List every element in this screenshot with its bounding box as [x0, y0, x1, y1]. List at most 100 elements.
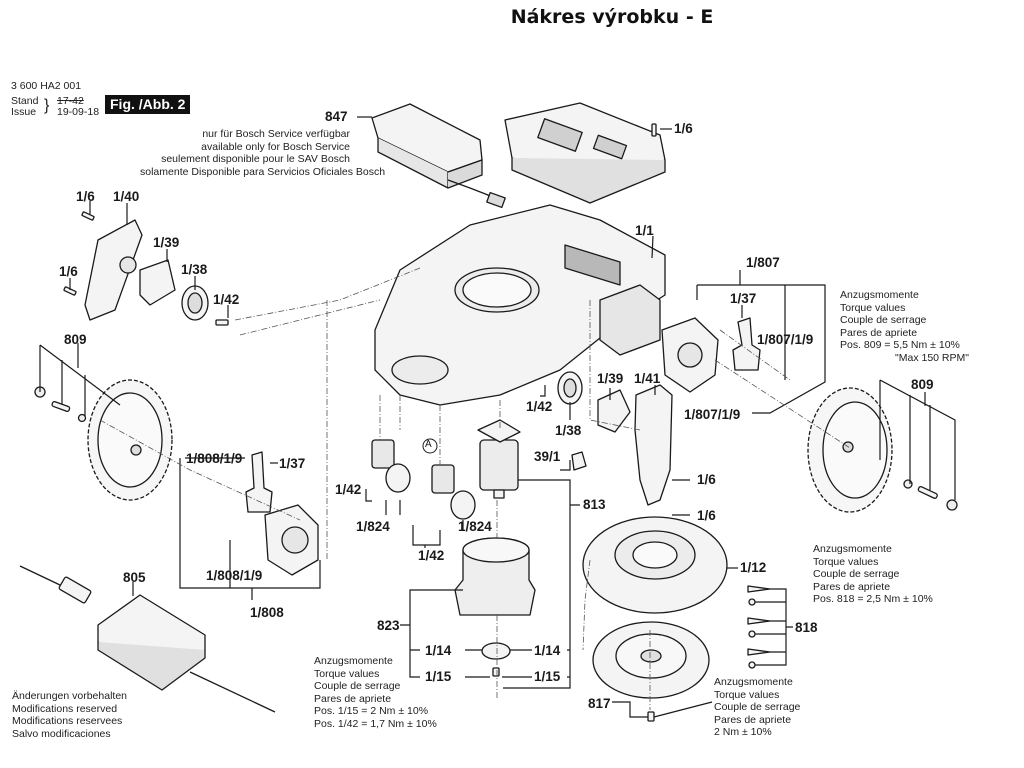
service-note-line: available only for Bosch Service	[201, 140, 350, 153]
label-1-37-left: 1/37	[279, 456, 306, 471]
part-1-14-plate	[481, 642, 511, 660]
part-1-37-left	[245, 451, 273, 513]
label-1-38-mid: 1/38	[555, 423, 582, 438]
part-1-1-chassis	[374, 204, 666, 406]
label-1-38-left: 1/38	[181, 262, 208, 277]
label-39-1: 39/1	[534, 449, 561, 464]
torque-line: Pares de apriete	[314, 692, 392, 705]
label-1-39-left: 1/39	[153, 235, 180, 250]
label-809-left: 809	[64, 332, 87, 347]
modifications-line: Änderungen vorbehalten	[12, 690, 128, 702]
torque-line: Anzugsmomente	[813, 543, 892, 555]
part-1-808-housing	[264, 504, 319, 576]
label-1-41: 1/41	[634, 371, 661, 386]
screw-1-15	[492, 667, 500, 677]
screw-1-6-left-top	[81, 211, 95, 221]
part-1-39-left	[139, 259, 176, 306]
label-1-808-1-9-b: 1/808/1/9	[206, 568, 263, 583]
torque-line: "Max 150 RPM"	[895, 351, 969, 364]
torque-line: Pares de apriete	[813, 580, 891, 593]
callout-a-circle	[422, 438, 438, 454]
issue-value: 19-09-18	[57, 106, 100, 118]
torque-line: Pos. 818 = 2,5 Nm ± 10%	[813, 593, 933, 606]
torque-line: Torque values	[314, 667, 380, 680]
service-note-line: seulement disponible pour le SAV Bosch	[161, 153, 350, 166]
part-813-motor	[477, 419, 521, 499]
label-1-40: 1/40	[113, 189, 140, 204]
screw-1-42-left	[215, 319, 229, 326]
torque-line: Anzugsmomente	[840, 289, 919, 301]
modifications-line: Modifications reserved	[12, 702, 118, 715]
torque-line: Pares de apriete	[840, 326, 918, 339]
torque-note-818: Anzugsmomente Torque values Couple de se…	[813, 543, 933, 606]
part-number: 3 600 HA2 001	[11, 80, 82, 92]
torque-line: Pares de apriete	[714, 713, 792, 726]
label-809-right: 809	[911, 377, 934, 392]
part-1-38-mid-gear	[557, 371, 583, 405]
label-818: 818	[795, 620, 818, 635]
label-805: 805	[123, 570, 146, 585]
stand-label: Stand	[11, 95, 39, 107]
label-1-808: 1/808	[250, 605, 284, 620]
part-823-housing	[454, 537, 536, 616]
part-1-38-left-gear	[181, 285, 209, 321]
label-1-37-right: 1/37	[730, 291, 757, 306]
screw-1-6-left-bottom	[63, 286, 77, 296]
label-1-12: 1/12	[740, 560, 767, 575]
label-823: 823	[377, 618, 400, 633]
torque-line: 2 Nm ± 10%	[714, 726, 772, 739]
label-1-6-mid-a: 1/6	[697, 472, 716, 487]
label-1-807-1-9-a: 1/807/1/9	[757, 332, 814, 347]
part-1-807-housing	[661, 317, 719, 393]
torque-note-809: Anzugsmomente Torque values Couple de se…	[840, 289, 969, 365]
label-817: 817	[588, 696, 611, 711]
label-1-14-a: 1/14	[425, 643, 452, 658]
label-1-6-mid-b: 1/6	[697, 508, 716, 523]
service-note-line: nur für Bosch Service verfügbar	[202, 128, 350, 140]
torque-note-1-15: Anzugsmomente Torque values Couple de se…	[314, 655, 437, 731]
part-control-board	[504, 102, 666, 204]
label-1-6-left-top: 1/6	[76, 189, 95, 204]
torque-line: Torque values	[813, 555, 879, 568]
torque-line: Couple de serrage	[840, 314, 927, 327]
torque-line: Anzugsmomente	[314, 655, 393, 667]
label-1-824-b: 1/824	[458, 519, 492, 534]
modifications-line: Salvo modificaciones	[12, 727, 111, 740]
label-1-42-left: 1/42	[213, 292, 240, 307]
figure-label: Fig. /Abb. 2	[105, 95, 191, 114]
torque-line: Torque values	[840, 301, 906, 314]
issue-label: Issue	[11, 106, 37, 118]
torque-line: Couple de serrage	[314, 680, 401, 693]
part-1-824-motor-a	[371, 439, 411, 493]
part-809-left-wheel	[34, 379, 173, 501]
stand-value: 17-42	[57, 95, 84, 107]
label-1-6-left-bottom: 1/6	[59, 264, 78, 279]
label-1-807: 1/807	[746, 255, 780, 270]
torque-line: Anzugsmomente	[714, 676, 793, 688]
label-1-808-1-9-a: 1/808/1/9	[186, 451, 243, 466]
torque-line: Couple de serrage	[714, 701, 801, 714]
part-847-battery	[371, 103, 506, 209]
torque-line: Pos. 1/42 = 1,7 Nm ± 10%	[314, 717, 437, 730]
torque-line: Couple de serrage	[813, 568, 900, 581]
torque-line: Torque values	[714, 688, 780, 701]
label-847: 847	[325, 109, 348, 124]
modifications-note: Änderungen vorbehalten Modifications res…	[12, 690, 127, 740]
part-817-disc	[592, 621, 710, 722]
part-1-40-cover	[84, 219, 143, 321]
part-1-12-guard	[582, 516, 728, 614]
label-1-1: 1/1	[635, 223, 654, 238]
torque-line: Pos. 1/15 = 2 Nm ± 10%	[314, 705, 429, 718]
part-809-right-wheel	[807, 387, 958, 513]
part-1-824-motor-b	[431, 464, 476, 520]
part-818-blades	[747, 585, 771, 669]
label-1-42-b: 1/42	[418, 548, 445, 563]
service-note: nur für Bosch Service verfügbar availabl…	[140, 128, 385, 178]
part-39-1	[571, 451, 587, 471]
screw-1-6-top	[651, 123, 657, 137]
torque-line: Pos. 809 = 5,5 Nm ± 10%	[840, 339, 960, 352]
part-1-39-mid	[597, 389, 631, 433]
brace: }	[44, 97, 50, 114]
label-1-15-a: 1/15	[425, 669, 452, 684]
